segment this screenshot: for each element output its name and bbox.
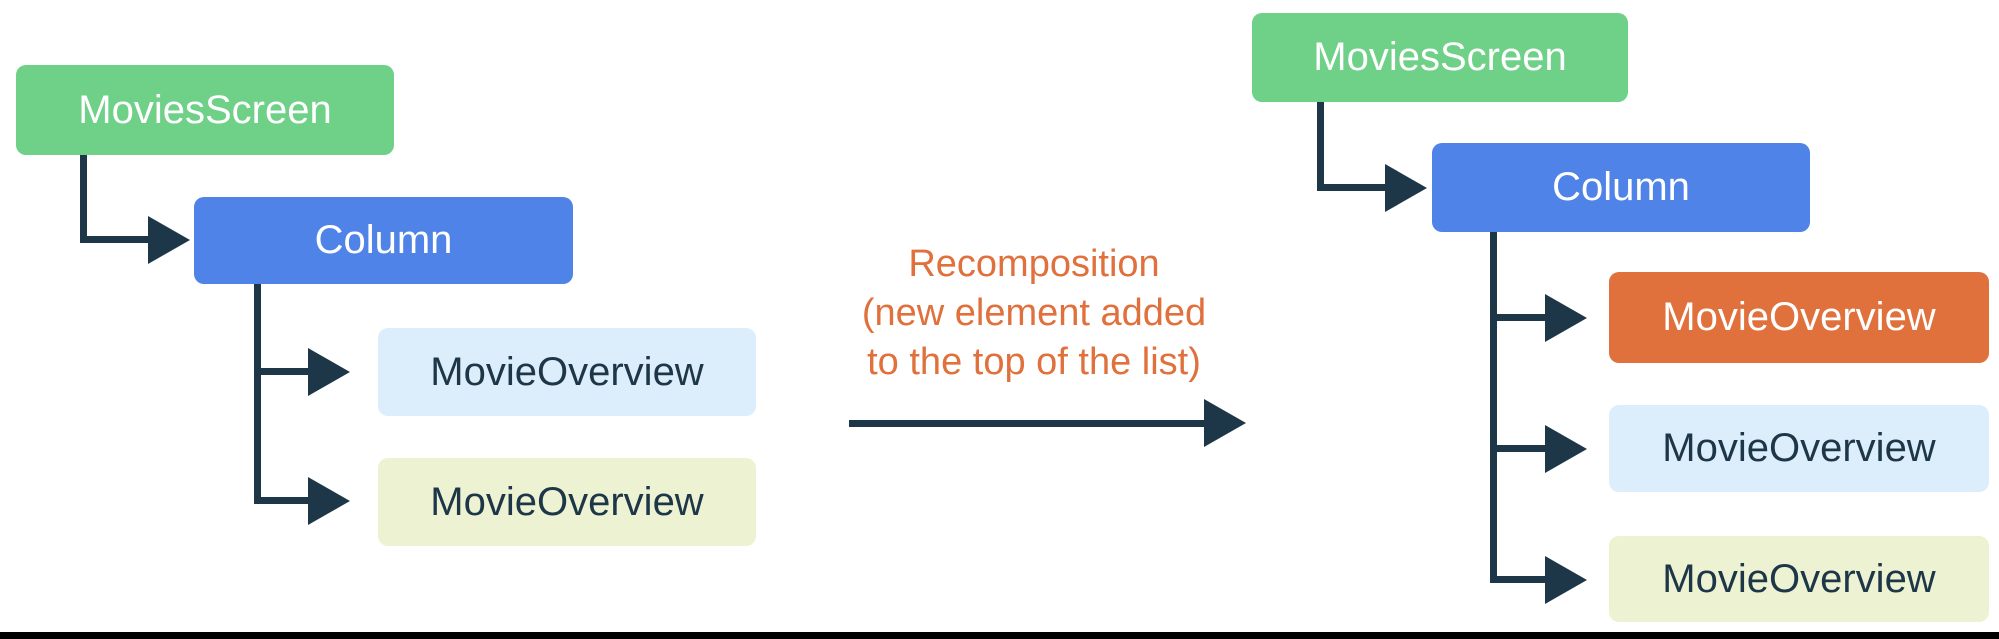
right-children-connector-vertical	[1490, 232, 1497, 583]
right-movies-screen-node: MoviesScreen	[1252, 13, 1628, 102]
bottom-border-line	[0, 632, 1999, 639]
left-movie-overview-node-2: MovieOverview	[378, 458, 756, 546]
recomposition-label: Recomposition (new element added to the …	[824, 240, 1244, 387]
arrowhead-icon	[1385, 164, 1427, 212]
right-root-connector-horizontal	[1317, 184, 1385, 191]
right-child3-connector	[1490, 576, 1545, 583]
arrowhead-icon	[308, 348, 350, 396]
arrowhead-icon	[1204, 399, 1246, 447]
right-movie-overview-node-3: MovieOverview	[1609, 536, 1989, 622]
right-root-connector-vertical	[1317, 102, 1324, 191]
right-movie-overview-node-2: MovieOverview	[1609, 405, 1989, 492]
recomposition-label-line3: to the top of the list)	[867, 341, 1201, 383]
right-movie-overview-node-1: MovieOverview	[1609, 272, 1989, 363]
recomposition-label-line1: Recomposition	[908, 243, 1160, 285]
right-child2-connector	[1490, 445, 1545, 452]
arrowhead-icon	[1545, 425, 1587, 473]
arrowhead-icon	[308, 477, 350, 525]
left-movies-screen-node: MoviesScreen	[16, 65, 394, 155]
left-children-connector-vertical	[254, 284, 261, 504]
left-movie-overview-node-1: MovieOverview	[378, 328, 756, 416]
left-child2-connector	[254, 497, 308, 504]
left-root-connector-vertical	[80, 155, 87, 243]
left-child1-connector	[254, 368, 308, 375]
recomposition-label-line2: (new element added	[861, 292, 1207, 334]
arrowhead-icon	[1545, 556, 1587, 604]
left-root-connector-horizontal	[80, 236, 148, 243]
right-child1-connector	[1490, 314, 1545, 321]
arrowhead-icon	[148, 216, 190, 264]
transform-arrow-shaft	[849, 420, 1204, 427]
arrowhead-icon	[1545, 294, 1587, 342]
right-column-node: Column	[1432, 143, 1810, 232]
left-column-node: Column	[194, 197, 573, 284]
